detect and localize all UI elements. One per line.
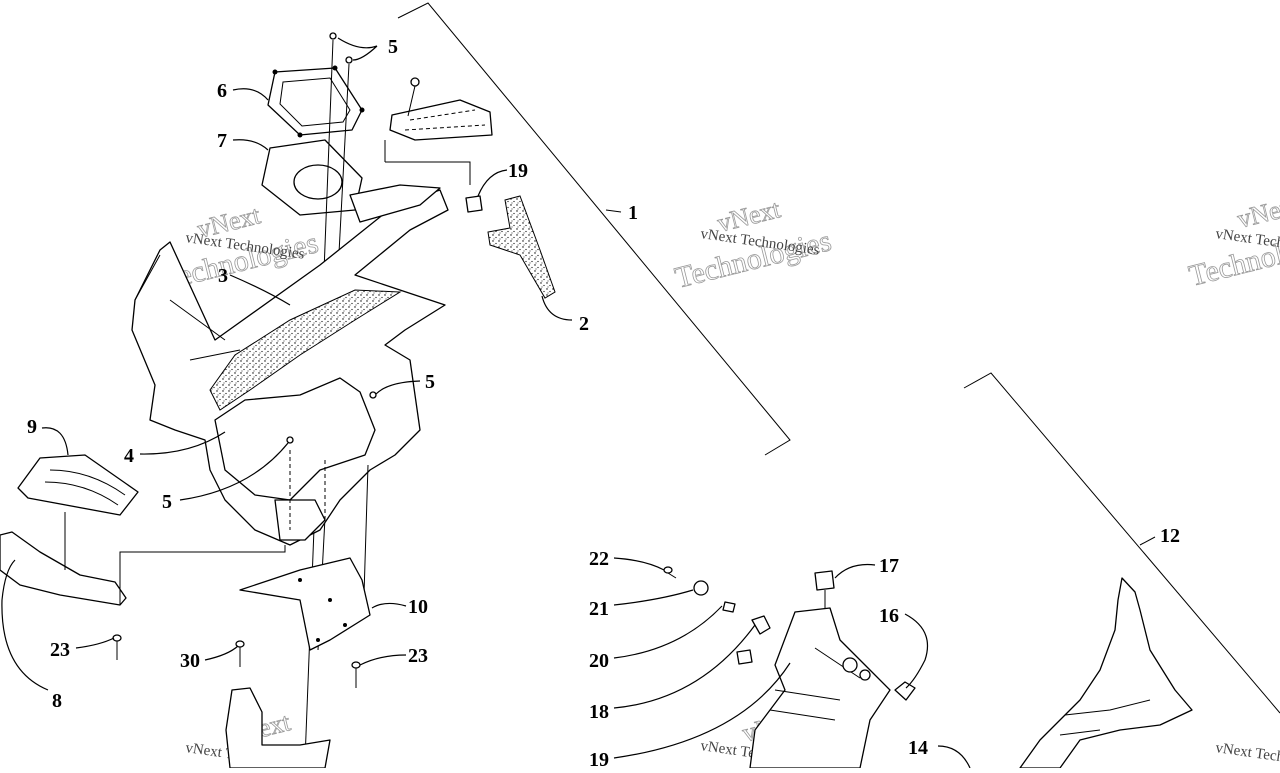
leader-23-left	[75, 637, 115, 649]
callout-9: 9	[27, 416, 37, 438]
callout-5-low: 5	[162, 491, 172, 513]
callout-20: 20	[589, 650, 609, 672]
svg-text:vNext: vNext	[1234, 190, 1280, 234]
part-22-screw	[663, 566, 677, 579]
part-3-foam-insert	[209, 289, 402, 411]
part-16-plug	[894, 681, 916, 701]
callout-1: 1	[628, 202, 638, 224]
leader-9	[41, 427, 69, 456]
callout-21: 21	[589, 598, 609, 620]
part-17-nut	[814, 570, 835, 591]
leader-5-mid-a	[375, 380, 421, 395]
part-23-rivet-right	[351, 661, 361, 688]
part-8-side-panel	[0, 531, 127, 606]
leader-18	[613, 624, 756, 709]
leader-5-top	[337, 37, 378, 61]
part-18-grommet	[751, 615, 771, 635]
callout-23-left: 23	[50, 639, 70, 661]
leader-2	[541, 295, 573, 321]
watermark-right: vNext Technologies vNext Technologies	[1185, 190, 1280, 293]
callout-14: 14	[908, 737, 928, 759]
lower-bracket	[225, 687, 331, 769]
watermark-center: vNext Technologies vNext Technologies	[671, 194, 835, 295]
leader-19-bottom	[613, 662, 791, 759]
assembly-1-leader	[605, 209, 622, 213]
leader-30	[204, 645, 239, 661]
leader-20	[613, 605, 723, 659]
callout-22: 22	[589, 548, 609, 570]
leader-19-top	[477, 169, 508, 197]
part-12-side-bracket	[749, 607, 891, 769]
svg-text:vNext Technologies: vNext Technologies	[1214, 740, 1280, 768]
part-5-fastener-mid-b	[286, 436, 294, 444]
callout-19-bottom: 19	[589, 749, 609, 768]
callout-3: 3	[218, 265, 228, 287]
assembly-1-bracket	[397, 2, 791, 456]
callout-10: 10	[408, 596, 428, 618]
mount-bracket-top	[389, 99, 493, 141]
leader-6	[232, 88, 269, 101]
callout-30: 30	[180, 650, 200, 672]
part-10-bottom-shield	[239, 557, 371, 651]
callout-5-mid: 5	[425, 371, 435, 393]
callout-12: 12	[1160, 525, 1180, 547]
part-21-washer	[693, 580, 709, 596]
callout-7: 7	[217, 130, 227, 152]
part-20-spring-nut	[722, 601, 736, 613]
leader-23-right	[359, 654, 407, 666]
callout-4: 4	[124, 445, 134, 467]
callout-18: 18	[589, 701, 609, 723]
part-5-fastener-mid-a	[369, 391, 377, 399]
part-2-tee-pad	[487, 195, 556, 299]
callout-16: 16	[879, 605, 899, 627]
leader-10	[371, 602, 407, 609]
leader-5-mid-b	[179, 442, 289, 501]
callout-23-right: 23	[408, 645, 428, 667]
leader-16	[904, 613, 929, 689]
callout-17: 17	[879, 555, 899, 577]
leader-22	[613, 557, 665, 571]
part-14-front-cowl	[1019, 577, 1193, 769]
leader-17	[834, 563, 876, 579]
part-19-clip-bottom	[736, 649, 753, 665]
callout-19-top: 19	[508, 160, 528, 182]
part-30-rivet	[235, 640, 245, 667]
leader-4	[139, 431, 226, 455]
part-5-fastener-top-a	[329, 32, 337, 40]
leader-14	[937, 745, 971, 769]
callout-8: 8	[52, 690, 62, 712]
part-19-clip-top	[465, 195, 483, 213]
leader-21	[613, 589, 694, 606]
callout-6: 6	[217, 80, 227, 102]
part-5-fastener-top-b	[345, 56, 353, 64]
part-9-pad	[17, 454, 139, 516]
callout-5-top: 5	[388, 36, 398, 58]
leader-7	[232, 139, 269, 151]
leader-3	[229, 274, 291, 306]
callout-2: 2	[579, 313, 589, 335]
part-23-rivet-left	[112, 634, 122, 660]
part-4-inner-panel	[214, 377, 376, 501]
assembly-12-leader	[1139, 536, 1156, 546]
watermark-bottom-right: vNext Technologies	[1214, 740, 1280, 773]
leader-8	[1, 559, 49, 691]
assembly-12-bracket	[963, 372, 1280, 714]
